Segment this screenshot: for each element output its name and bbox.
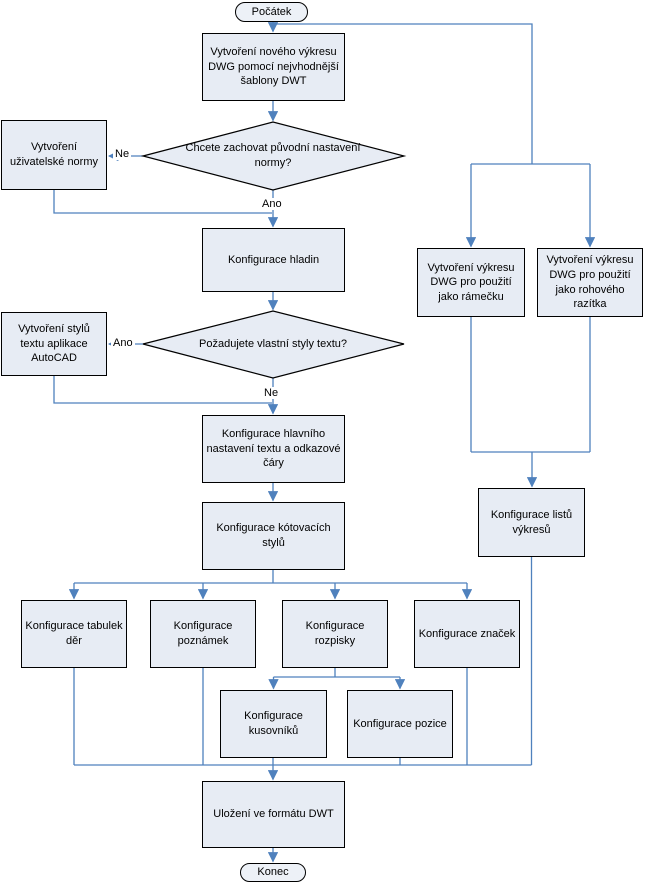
- decision-text-styles: Požadujete vlastní styly textu?: [168, 332, 378, 356]
- node-save-dwt-label: Uložení ve formátu DWT: [213, 808, 334, 821]
- node-start-label: Počátek: [251, 5, 292, 18]
- node-end: Konec: [240, 863, 306, 882]
- node-configure-sheets: Konfigurace listů výkresů: [478, 488, 585, 557]
- decision-keep-norm-label: Chcete zachovat původní nastavení normy?: [185, 142, 361, 169]
- node-create-stamp-dwg: Vytvoření výkresu DWG pro použití jako r…: [537, 248, 643, 317]
- edge-label-d1-no: Ne: [113, 148, 132, 160]
- node-configure-balloons-label: Konfigurace pozice: [353, 717, 447, 730]
- node-create-drawing: Vytvoření nového výkresu DWG pomocí nejv…: [202, 33, 345, 101]
- node-configure-parts-lists: Konfigurace kusovníků: [220, 690, 327, 758]
- node-configure-main-text: Konfigurace hlavního nastavení textu a o…: [202, 415, 345, 483]
- node-create-user-norm: Vytvoření uživatelské normy: [1, 120, 107, 190]
- node-configure-layers-label: Konfigurace hladin: [227, 253, 320, 266]
- node-create-border-dwg-label: Vytvoření výkresu DWG pro použití jako r…: [427, 261, 515, 303]
- node-create-user-norm-label: Vytvoření uživatelské normy: [9, 141, 99, 168]
- node-configure-notes: Konfigurace poznámek: [150, 600, 256, 668]
- node-end-label: Konec: [257, 866, 289, 879]
- node-configure-title-block-label: Konfigurace rozpisky: [305, 620, 365, 647]
- node-configure-symbols-label: Konfigurace značek: [418, 627, 516, 640]
- node-configure-balloons: Konfigurace pozice: [347, 690, 453, 758]
- edge-label-d2-no: Ne: [262, 387, 281, 399]
- node-configure-sheets-label: Konfigurace listů výkresů: [490, 508, 573, 536]
- node-configure-dim-styles-label: Konfigurace kótovacích stylů: [216, 522, 331, 549]
- node-create-text-styles: Vytvoření stylů textu aplikace AutoCAD: [1, 312, 107, 376]
- edge-label-d2-yes: Ano: [111, 337, 135, 349]
- decision-shapes: [140, 121, 407, 379]
- decision-text-styles-label: Požadujete vlastní styly textu?: [199, 337, 347, 350]
- node-configure-hole-tables-label: Konfigurace tabulek děr: [25, 620, 123, 647]
- decision-text-styles-shape: [142, 310, 405, 379]
- connectors: [53, 21, 596, 863]
- node-configure-hole-tables: Konfigurace tabulek děr: [21, 600, 127, 668]
- node-configure-symbols: Konfigurace značek: [414, 600, 520, 668]
- node-configure-dim-styles: Konfigurace kótovacích stylů: [202, 502, 345, 570]
- node-create-text-styles-label: Vytvoření stylů textu aplikace AutoCAD: [18, 323, 90, 365]
- node-save-dwt: Uložení ve formátu DWT: [202, 781, 345, 848]
- decision-keep-norm-shape: [140, 121, 407, 191]
- node-create-border-dwg: Vytvoření výkresu DWG pro použití jako r…: [417, 248, 525, 317]
- edge-label-d1-yes: Ano: [260, 198, 284, 210]
- node-configure-notes-label: Konfigurace poznámek: [173, 620, 233, 647]
- decision-keep-norm: Chcete zachovat původní nastavení normy?: [168, 133, 378, 179]
- node-configure-title-block: Konfigurace rozpisky: [282, 600, 388, 668]
- node-configure-parts-lists-label: Konfigurace kusovníků: [244, 710, 303, 737]
- node-configure-main-text-label: Konfigurace hlavního nastavení textu a o…: [206, 428, 341, 470]
- node-create-stamp-dwg-label: Vytvoření výkresu DWG pro použití jako r…: [546, 254, 634, 311]
- node-create-drawing-label: Vytvoření nového výkresu DWG pomocí nejv…: [208, 46, 339, 88]
- node-start: Počátek: [235, 2, 308, 22]
- node-configure-layers: Konfigurace hladin: [202, 228, 345, 292]
